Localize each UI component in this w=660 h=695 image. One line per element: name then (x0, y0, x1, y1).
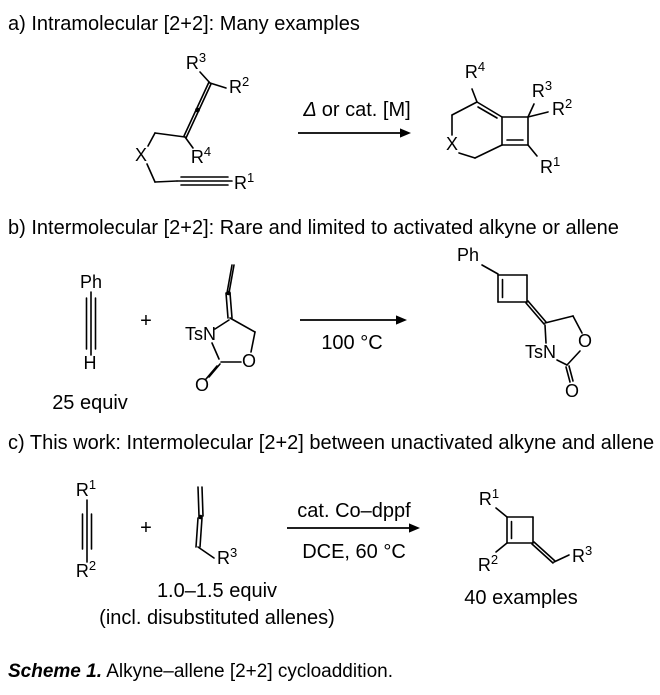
arrowhead (400, 128, 411, 138)
product-r4-label: R4 (465, 59, 485, 82)
product-c-structure: R1 R2 R3 40 examples (464, 486, 592, 609)
scheme-caption: Scheme 1. Alkyne–allene [2+2] cycloaddit… (8, 661, 393, 683)
allenyl-oxazolidinone-structure: TsN O O (185, 264, 256, 395)
allene-center-dot (195, 107, 200, 113)
carbonyl-o-label: O (195, 375, 209, 395)
product-r1-label: R1 (540, 154, 560, 177)
product-carbonyl-o-label: O (565, 381, 579, 401)
panel-b-scheme: Ph H 25 equiv + TsN O O (52, 245, 592, 414)
plus-sign-b: + (140, 310, 152, 332)
phenylacetylene-structure: Ph H 25 equiv (52, 272, 128, 414)
arrow-c-catalyst: cat. Co–dppf (297, 500, 411, 522)
arrow-b-conditions: 100 °C (321, 332, 382, 354)
plus-sign-c: + (140, 517, 152, 539)
scheme-caption-text: Alkyne–allene [2+2] cycloaddition. (106, 661, 394, 682)
ph-label: Ph (80, 272, 102, 292)
product-r3-label: R3 (532, 78, 552, 101)
product-r2-label: R2 (552, 96, 572, 119)
examples-count: 40 examples (464, 587, 577, 609)
allene-note: (incl. disubstituted allenes) (99, 607, 335, 629)
substituent-r4-label: R4 (191, 144, 211, 167)
tsn-label: TsN (185, 324, 216, 344)
equiv-25-label: 25 equiv (52, 392, 128, 414)
product-x-label: X (446, 134, 458, 154)
product-r2-label: R2 (478, 552, 498, 575)
arrow-c-solvent: DCE, 60 °C (302, 541, 406, 563)
arrowhead (409, 523, 420, 533)
panel-a-header: a) Intramolecular [2+2]: Many examples (8, 13, 360, 35)
allene-yne-substrate: R3 R2 R4 X R1 (135, 50, 254, 193)
product-ph-label: Ph (457, 245, 479, 265)
heteroatom-x-label: X (135, 145, 147, 165)
substituent-r1-label: R1 (234, 170, 254, 193)
panel-b-header: b) Intermolecular [2+2]: Rare and limite… (8, 217, 619, 239)
reaction-arrow-b: 100 °C (300, 315, 407, 354)
substituent-r3-label: R3 (186, 50, 206, 73)
arrowhead (396, 315, 407, 325)
ring-o-label: O (242, 351, 256, 371)
alkyne-structure: R1 R2 (76, 477, 96, 581)
product-a-structure: R4 X R3 R2 R1 (446, 59, 572, 177)
equiv-label: 1.0–1.5 equiv (157, 580, 277, 602)
reaction-arrow-c: cat. Co–dppf DCE, 60 °C (287, 500, 420, 563)
product-r3-label: R3 (572, 543, 592, 566)
alkyne-r1-label: R1 (76, 477, 96, 500)
panel-c-scheme: R1 R2 + R3 1.0–1.5 equiv (incl. disubsti… (76, 477, 592, 629)
allene-r3-label: R3 (217, 545, 237, 568)
product-ring-o-label: O (578, 331, 592, 351)
h-label: H (84, 353, 97, 373)
product-r1-label: R1 (479, 486, 499, 509)
scheme-caption-number: Scheme 1. (8, 661, 102, 682)
product-b-structure: Ph TsN O O (457, 245, 592, 401)
allene-structure: R3 1.0–1.5 equiv (incl. disubstituted al… (99, 486, 335, 629)
substituent-r2-label: R2 (229, 74, 249, 97)
alkyne-r2-label: R2 (76, 558, 96, 581)
product-tsn-label: TsN (525, 342, 556, 362)
panel-c-header: c) This work: Intermolecular [2+2] betwe… (8, 432, 655, 454)
